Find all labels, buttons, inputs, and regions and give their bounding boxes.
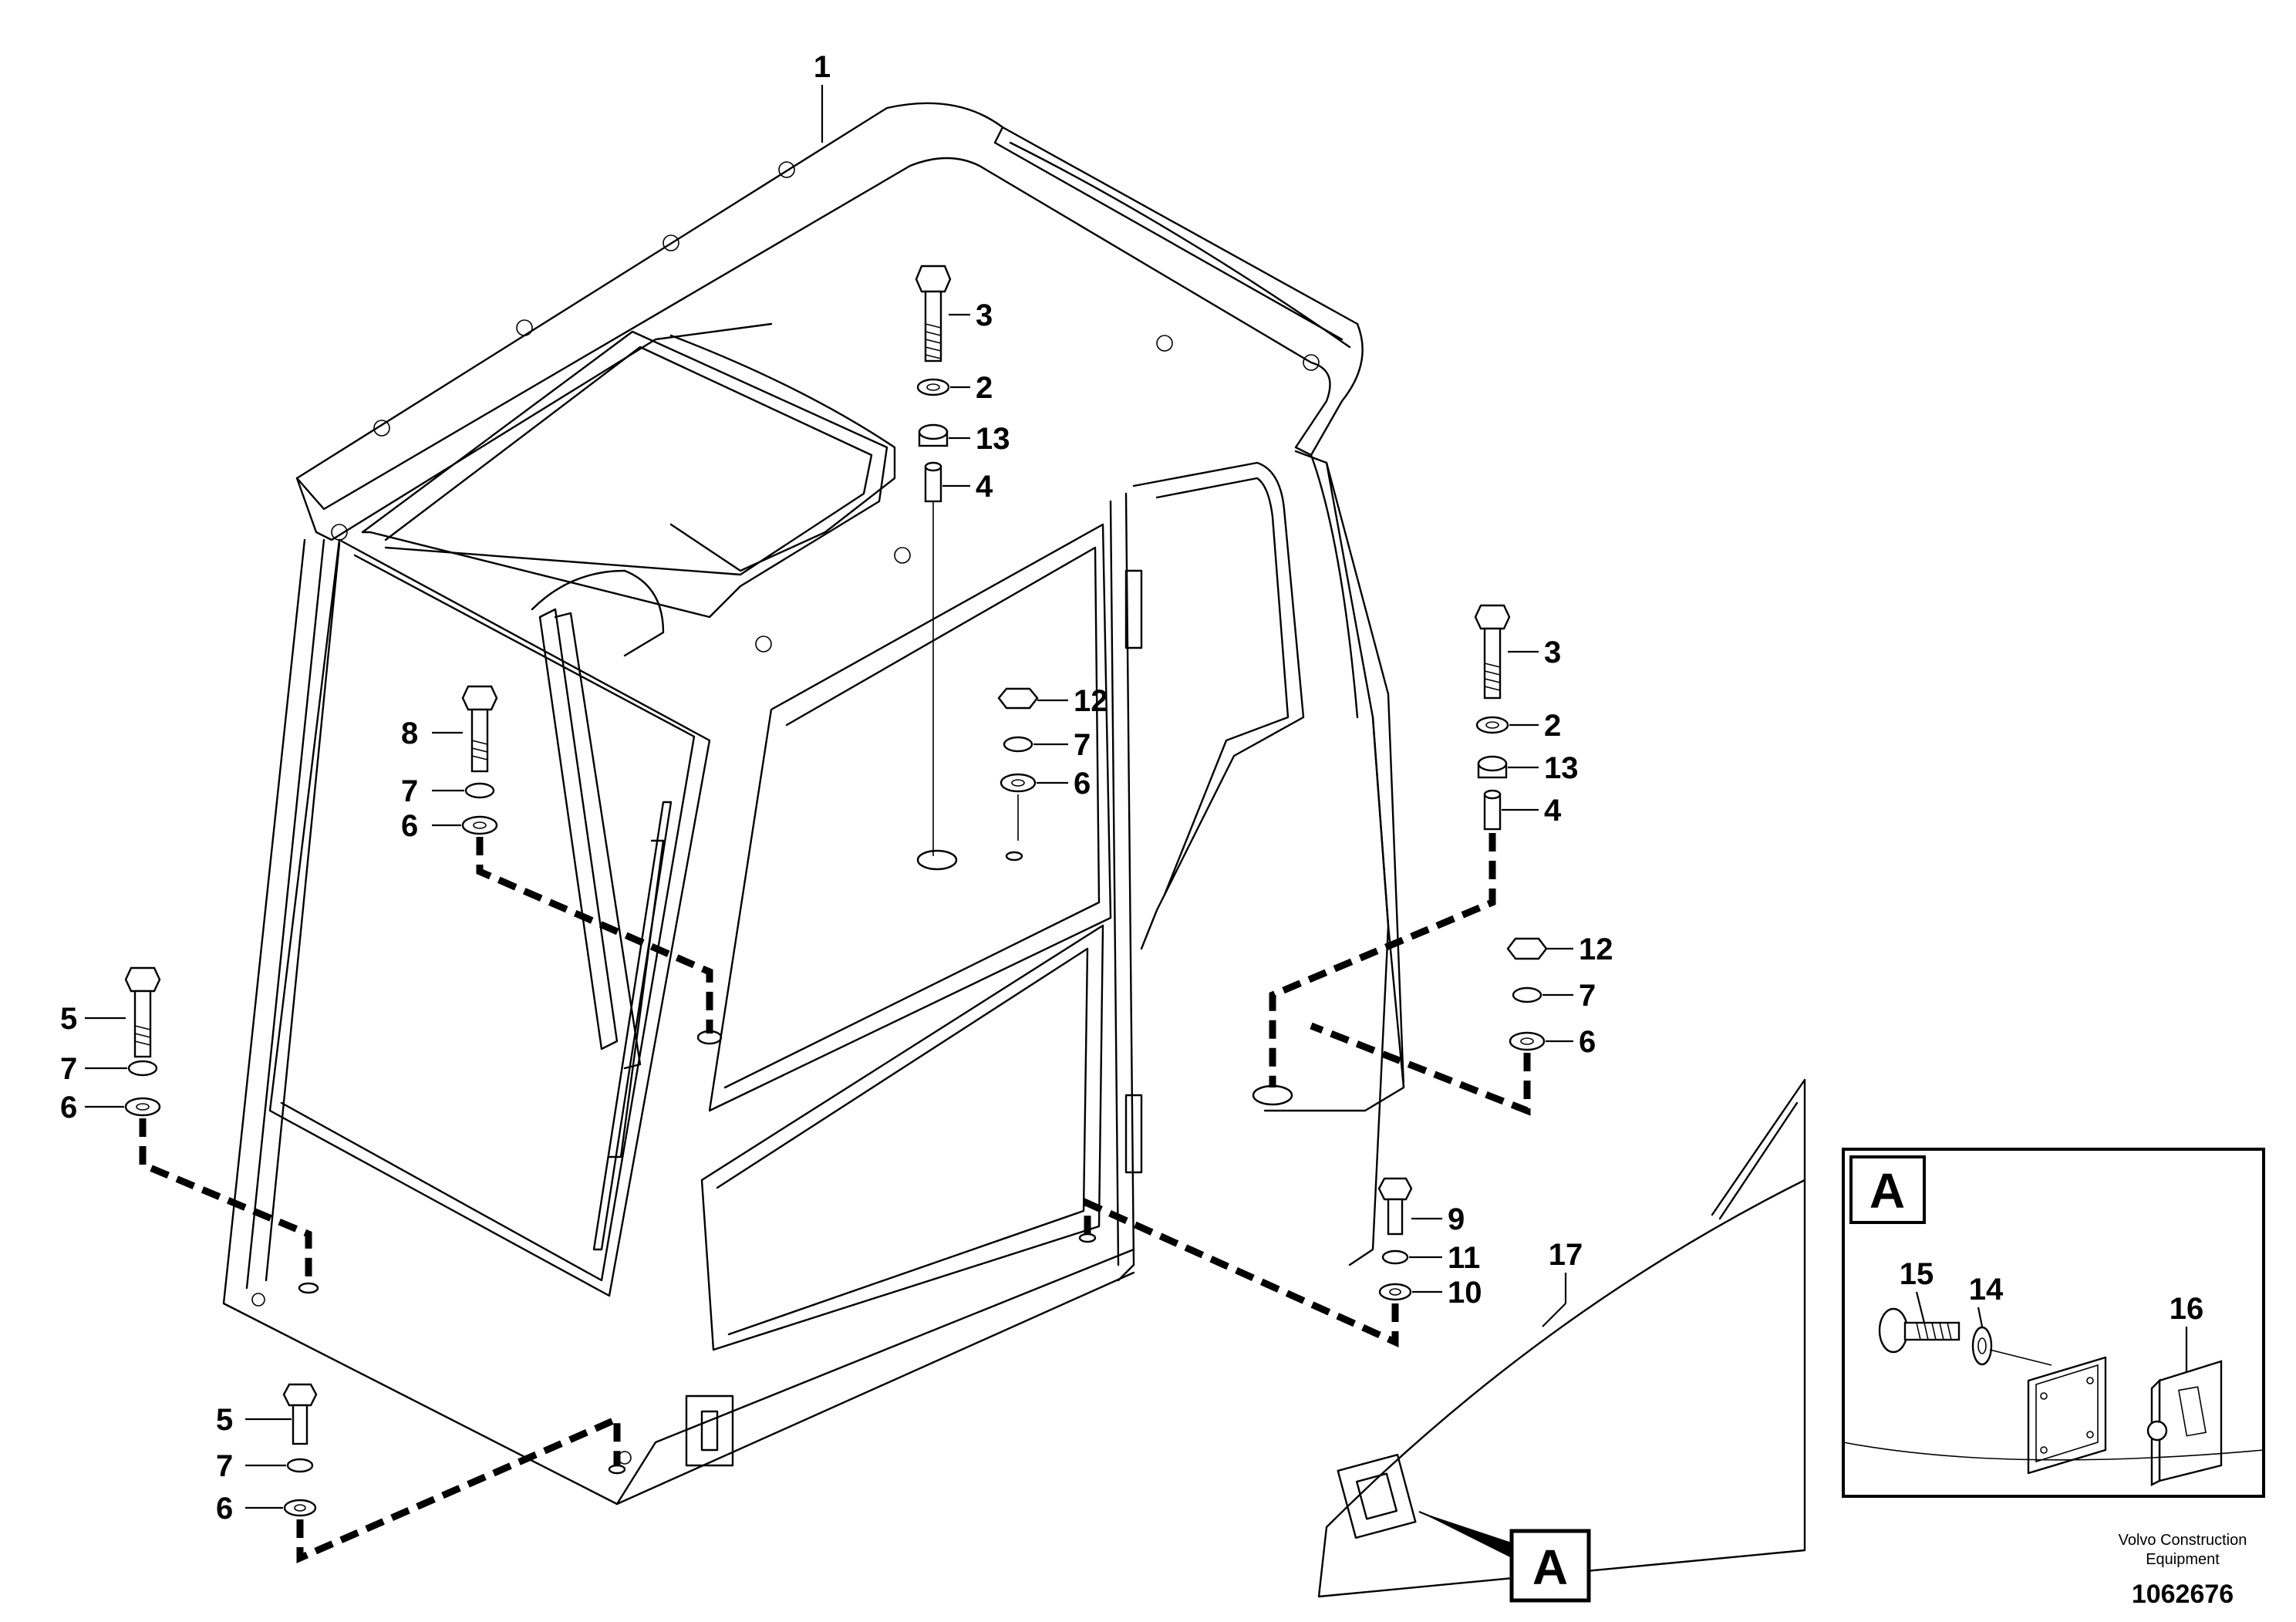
callout-10: 10 [1448, 1276, 1482, 1310]
detail-inset-a: A [1842, 1148, 2265, 1498]
spacer-icon [924, 461, 942, 503]
footer: Volvo Construction Equipment 1062676 [2119, 1532, 2247, 1609]
cab-body [222, 102, 1405, 1506]
callout-4: 4 [976, 470, 993, 504]
fastener-stack-center [915, 265, 952, 856]
fastener-stack-9 [1377, 1177, 1413, 1301]
callout-13: 13 [1544, 751, 1579, 785]
fastener-stack-5-left [124, 966, 161, 1117]
company-name-line2: Equipment [2146, 1551, 2220, 1568]
nut-icon [918, 423, 949, 447]
callout-labels: 1 3 2 13 4 3 2 13 4 12 7 6 12 7 6 8 7 6 … [60, 50, 2203, 1526]
callout-6: 6 [60, 1091, 77, 1125]
washer-icon [1971, 1326, 1993, 1366]
fastener-stack-nut-center [997, 687, 1039, 841]
callout-17: 17 [1549, 1238, 1583, 1272]
detail-label: A [1870, 1163, 1905, 1219]
bolt-icon [1878, 1307, 1961, 1354]
bolt-icon [915, 265, 952, 363]
callout-2: 2 [976, 371, 993, 405]
callout-6: 6 [1579, 1025, 1596, 1059]
fastener-stack-5-bottom [282, 1383, 318, 1517]
document-number: 1062676 [2132, 1580, 2234, 1609]
company-name-line1: Volvo Construction [2119, 1532, 2247, 1549]
callout-7: 7 [401, 774, 418, 808]
callout-1: 1 [814, 50, 831, 84]
callout-6: 6 [1074, 767, 1091, 801]
callout-13: 13 [976, 422, 1010, 456]
fastener-stack-right [1474, 604, 1511, 831]
callout-7: 7 [216, 1449, 233, 1483]
side-panel-17 [1317, 1078, 1806, 1598]
leader-lines [85, 85, 2188, 1509]
callout-3: 3 [976, 298, 993, 332]
lock-icon [2146, 1360, 2223, 1486]
callout-7: 7 [1579, 979, 1596, 1013]
callout-7: 7 [1074, 728, 1091, 762]
detail-ref-box: A [1509, 1529, 1591, 1603]
callout-16: 16 [2170, 1292, 2204, 1326]
callout-12: 12 [1579, 932, 1613, 966]
fastener-stack-8 [461, 685, 498, 835]
callout-8: 8 [401, 717, 418, 750]
callout-11: 11 [1448, 1241, 1480, 1275]
callout-7: 7 [60, 1052, 77, 1086]
callout-4: 4 [1544, 794, 1562, 828]
assembly-lines [139, 833, 1531, 1563]
callout-2: 2 [1544, 709, 1561, 743]
callout-14: 14 [1969, 1273, 2004, 1307]
callout-12: 12 [1074, 684, 1108, 718]
callout-5: 5 [60, 1002, 77, 1036]
callout-3: 3 [1544, 636, 1561, 669]
callout-9: 9 [1448, 1202, 1465, 1236]
callout-6: 6 [216, 1492, 233, 1526]
washer-icon [916, 378, 950, 396]
fastener-stack-nut-right [1506, 937, 1548, 1051]
callout-15: 15 [1900, 1257, 1934, 1291]
callout-5: 5 [216, 1403, 233, 1437]
detail-ref-label: A [1532, 1539, 1568, 1595]
callout-6: 6 [401, 809, 418, 843]
